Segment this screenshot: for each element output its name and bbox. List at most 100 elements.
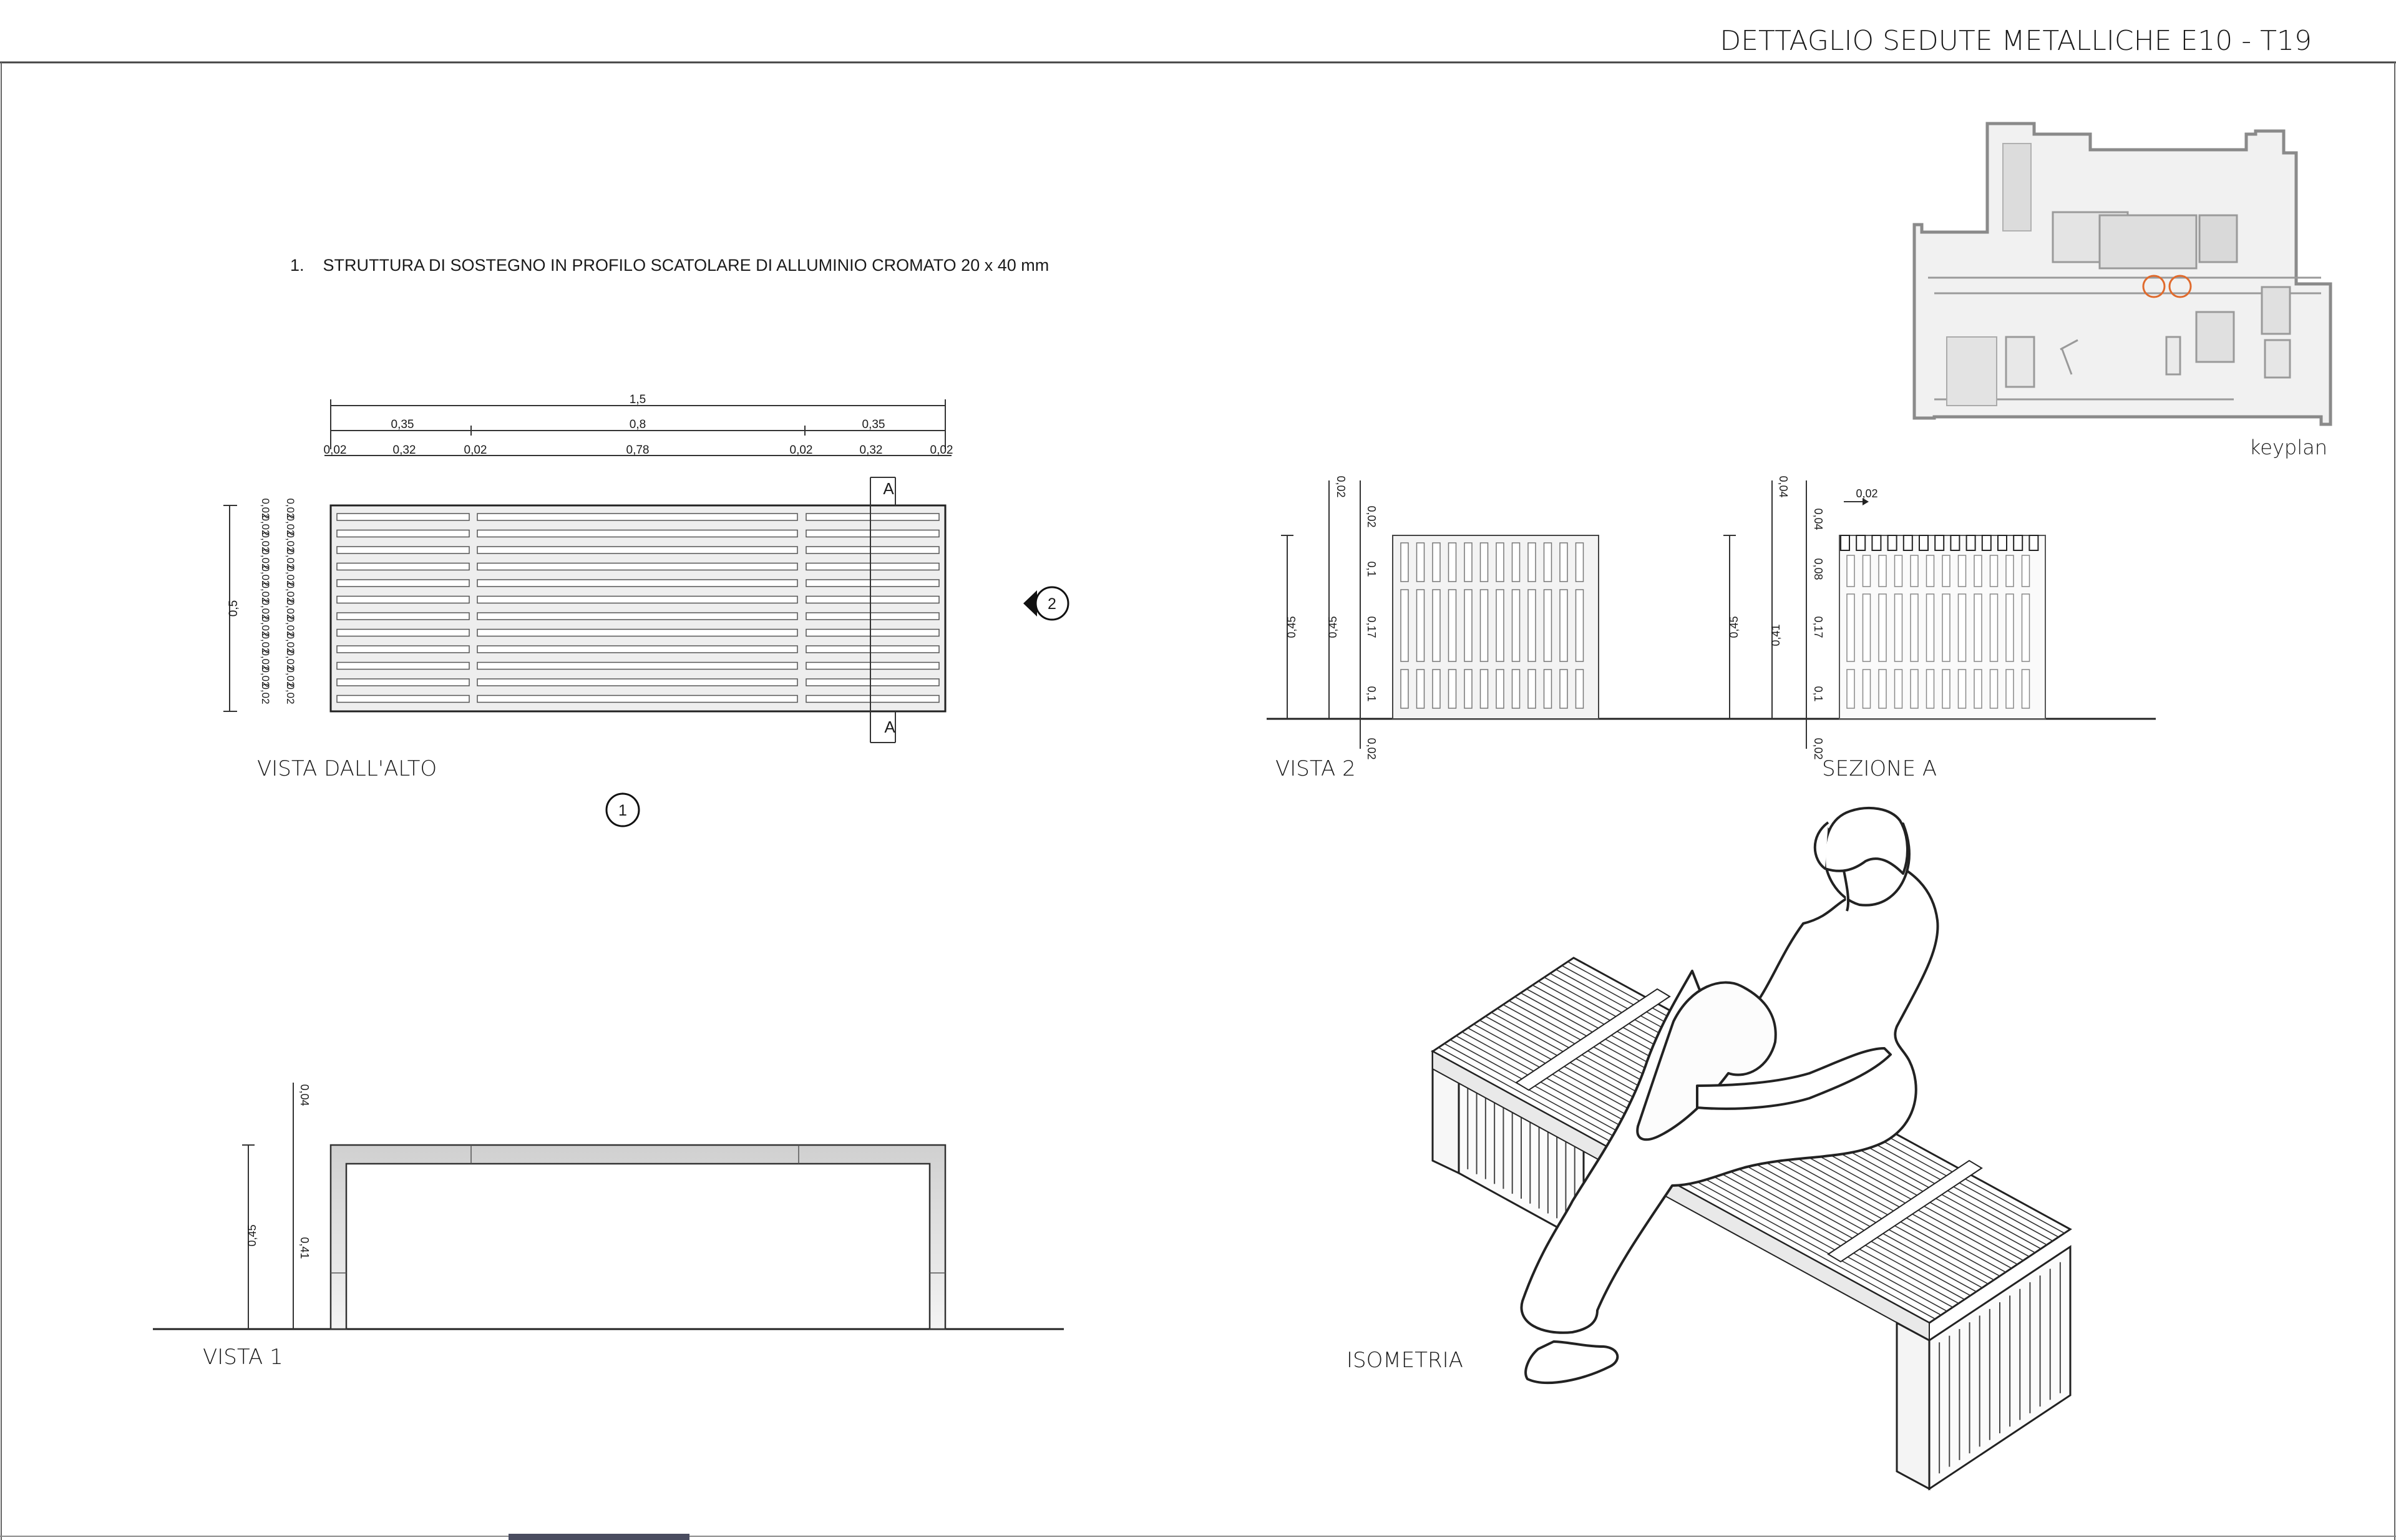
slat-label-a: 0,02 bbox=[260, 565, 271, 586]
svg-text:2: 2 bbox=[1048, 595, 1056, 613]
v1-dim-1: 0,04 bbox=[298, 1084, 311, 1106]
section-slot bbox=[2005, 593, 2014, 662]
view2-slot bbox=[1527, 669, 1536, 709]
slat-label-a: 0,02 bbox=[260, 515, 271, 535]
section-slot bbox=[2005, 669, 2014, 709]
top-slat bbox=[806, 661, 940, 670]
section-slot bbox=[1910, 669, 1919, 709]
section-profile bbox=[1887, 535, 1897, 551]
section-slot bbox=[1862, 669, 1871, 709]
top-slat bbox=[806, 529, 940, 538]
label-view-1: VISTA 1 bbox=[203, 1345, 283, 1370]
top-slat bbox=[477, 529, 798, 538]
isometric-view: ISOMETRIA bbox=[1347, 807, 2072, 1491]
bench-top-outline bbox=[329, 504, 947, 713]
keyplan-label: keyplan bbox=[2249, 436, 2327, 459]
view2-slot bbox=[1432, 542, 1441, 582]
top-slat bbox=[336, 612, 470, 620]
slat-label-a: 0,02 bbox=[260, 666, 271, 687]
label-isometric: ISOMETRIA bbox=[1347, 1348, 1463, 1373]
top-slat bbox=[336, 595, 470, 604]
v2-dim-0: 0,45 bbox=[1285, 616, 1298, 638]
top-slat bbox=[336, 513, 470, 521]
top-slat bbox=[477, 612, 798, 620]
top-slat bbox=[477, 579, 798, 587]
section-slot bbox=[1910, 555, 1919, 587]
sa-dim-4: 0,08 bbox=[1812, 558, 1824, 580]
v2-dim-6: 0,1 bbox=[1365, 686, 1378, 701]
slat-label-a: 0,02 bbox=[260, 616, 271, 636]
view-marker-2: 2 bbox=[1023, 586, 1069, 621]
slat-label-a: 0,02 bbox=[260, 582, 271, 603]
section-slot bbox=[1957, 555, 1967, 587]
v2-dim-2: 0,45 bbox=[1327, 616, 1339, 638]
top-slat bbox=[336, 628, 470, 637]
top-slat bbox=[806, 579, 940, 587]
top-slat bbox=[336, 645, 470, 653]
top-slat bbox=[477, 661, 798, 670]
section-slot bbox=[1989, 593, 1999, 662]
keyplan: keyplan bbox=[1912, 122, 2332, 459]
section-slot bbox=[1942, 669, 1950, 709]
view2-slot bbox=[1416, 669, 1425, 709]
dim-depth: 0,5 bbox=[227, 600, 240, 616]
slat-label-b: 0,02 bbox=[285, 599, 296, 620]
top-slat bbox=[806, 628, 940, 637]
section-slot bbox=[1957, 669, 1967, 709]
section-slot bbox=[1846, 593, 1855, 662]
top-slat bbox=[806, 562, 940, 571]
view2-slot bbox=[1543, 589, 1552, 662]
slat-label-b: 0,02 bbox=[285, 616, 296, 636]
top-slat bbox=[336, 661, 470, 670]
section-slot bbox=[1989, 555, 1999, 587]
section-profile bbox=[2028, 535, 2039, 551]
top-slat bbox=[477, 678, 798, 686]
view2-slot bbox=[1464, 589, 1473, 662]
dim-detail-6: 0,32 bbox=[860, 444, 883, 457]
section-a: 0,45 0,04 0,41 0,04 0,08 0,17 0,1 0,02 0… bbox=[1723, 475, 2046, 781]
dim-detail-5: 0,02 bbox=[790, 444, 813, 457]
section-profile bbox=[1871, 535, 1882, 551]
section-slot bbox=[2021, 669, 2030, 709]
section-slot bbox=[1926, 593, 1935, 662]
top-slat bbox=[806, 678, 940, 686]
v2-dim-4: 0,1 bbox=[1365, 561, 1378, 577]
section-profile bbox=[1997, 535, 2007, 551]
section-slot bbox=[1894, 669, 1903, 709]
dim-detail-2: 0,32 bbox=[393, 444, 416, 457]
sa-dim-3: 0,04 bbox=[1812, 508, 1824, 530]
sa-dim-0: 0,45 bbox=[1728, 616, 1740, 638]
dim-detail-1: 0,02 bbox=[324, 444, 347, 457]
dim-detail-3: 0,02 bbox=[464, 444, 487, 457]
slat-label-b: 0,02 bbox=[285, 582, 296, 603]
slat-label-a: 0,02 bbox=[260, 650, 271, 670]
view2-slot bbox=[1559, 589, 1568, 662]
view2-slot bbox=[1432, 669, 1441, 709]
top-slat bbox=[477, 645, 798, 653]
view2-slot bbox=[1511, 669, 1521, 709]
top-slat bbox=[806, 694, 940, 703]
top-slat bbox=[336, 694, 470, 703]
view2-slot bbox=[1479, 669, 1489, 709]
keyplan-location-2 bbox=[2168, 275, 2192, 298]
slat-label-a: 0,02 bbox=[260, 683, 271, 704]
section-slot bbox=[1894, 555, 1903, 587]
slat-label-b: 0,02 bbox=[285, 532, 296, 552]
section-slot bbox=[2005, 555, 2014, 587]
top-slat bbox=[336, 579, 470, 587]
construction-note: 1. STRUTTURA DI SOSTEGNO IN PROFILO SCAT… bbox=[290, 256, 1049, 275]
view2-slot bbox=[1464, 542, 1473, 582]
section-slot bbox=[1878, 669, 1887, 709]
dim-seg-2: 0,8 bbox=[630, 418, 646, 431]
view2-slot bbox=[1559, 669, 1568, 709]
title-block: DETTAGLIO SEDUTE METALLICHE E10 - T19 bbox=[0, 25, 2396, 64]
section-profile bbox=[1919, 535, 1929, 551]
section-slot bbox=[1878, 555, 1887, 587]
top-slat bbox=[477, 694, 798, 703]
section-slot bbox=[1878, 593, 1887, 662]
label-view-2: VISTA 2 bbox=[1275, 756, 1356, 781]
sa-dim-1: 0,04 bbox=[1777, 475, 1790, 497]
view2-slot bbox=[1496, 542, 1504, 582]
section-slot bbox=[1926, 669, 1935, 709]
view2-slot bbox=[1543, 669, 1552, 709]
